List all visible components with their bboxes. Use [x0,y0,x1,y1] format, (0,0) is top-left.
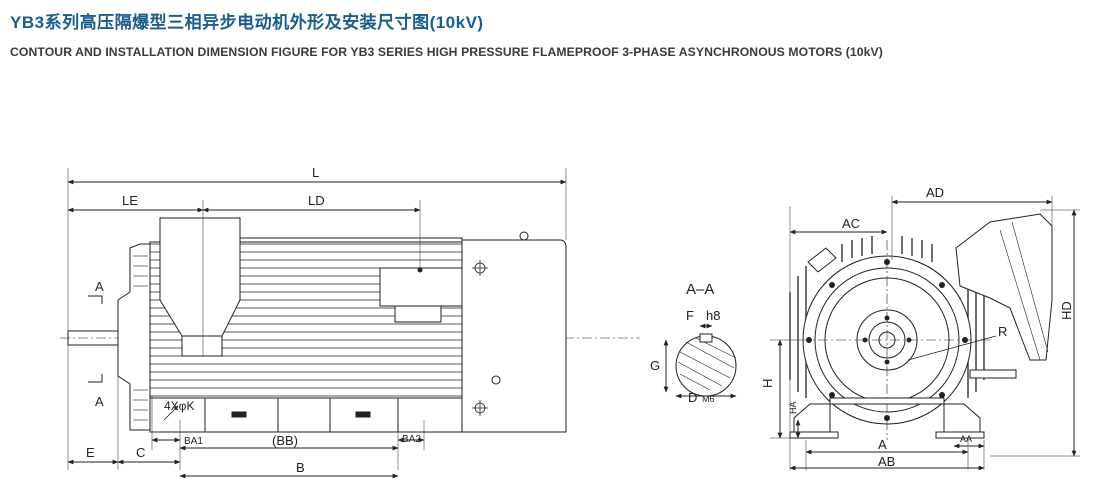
section-labels: A–A F h8 G D M6 [650,281,720,405]
dim-A: A [878,437,887,452]
dim-BB: (BB) [272,433,298,448]
motor-base [149,397,463,433]
dim-E: E [86,445,95,460]
dim-F: F [686,308,694,323]
title-english: CONTOUR AND INSTALLATION DIMENSION FIGUR… [10,45,883,59]
dim-M6: M6 [702,394,715,404]
side-view-labels: L LE LD E C B (BB) BA1 BA2 4XφK A A [86,165,421,475]
section-title: A–A [686,281,714,298]
dim-C: C [136,445,145,460]
dim-B: B [296,460,305,475]
front-end-shield [117,243,151,431]
end-terminal-box [955,213,1053,361]
dim-LD: LD [308,193,325,208]
terminal-box-right [379,267,467,307]
dim-AC: AC [842,216,860,231]
dim-LE: LE [122,193,138,208]
dim-HD: HD [1059,301,1074,320]
dim-AB: AB [878,454,895,469]
dim-hole: 4XφK [164,399,194,413]
title-chinese: YB3系列高压隔爆型三相异步电动机外形及安装尺寸图(10kV) [10,13,484,32]
side-view [60,168,640,479]
dim-h8: h8 [706,308,720,323]
shaft-section [663,323,737,399]
fan-cover [461,239,567,433]
end-view [770,196,1080,471]
dim-L: L [312,165,319,180]
dim-AA: AA [960,434,972,444]
section-mark-top: A [95,279,104,294]
dim-HA: HA [788,401,798,414]
dim-D: D [688,390,697,405]
dim-BA1: BA1 [184,436,203,447]
section-mark-bottom: A [95,394,104,409]
dim-BA2: BA2 [402,434,421,445]
dim-G: G [650,358,660,373]
dim-AD: AD [926,185,944,200]
dim-H: H [760,379,775,388]
end-view-labels: AD AC HD R H HA A AA AB [760,185,1074,469]
terminal-box-left [159,217,241,337]
dim-R: R [998,324,1007,339]
